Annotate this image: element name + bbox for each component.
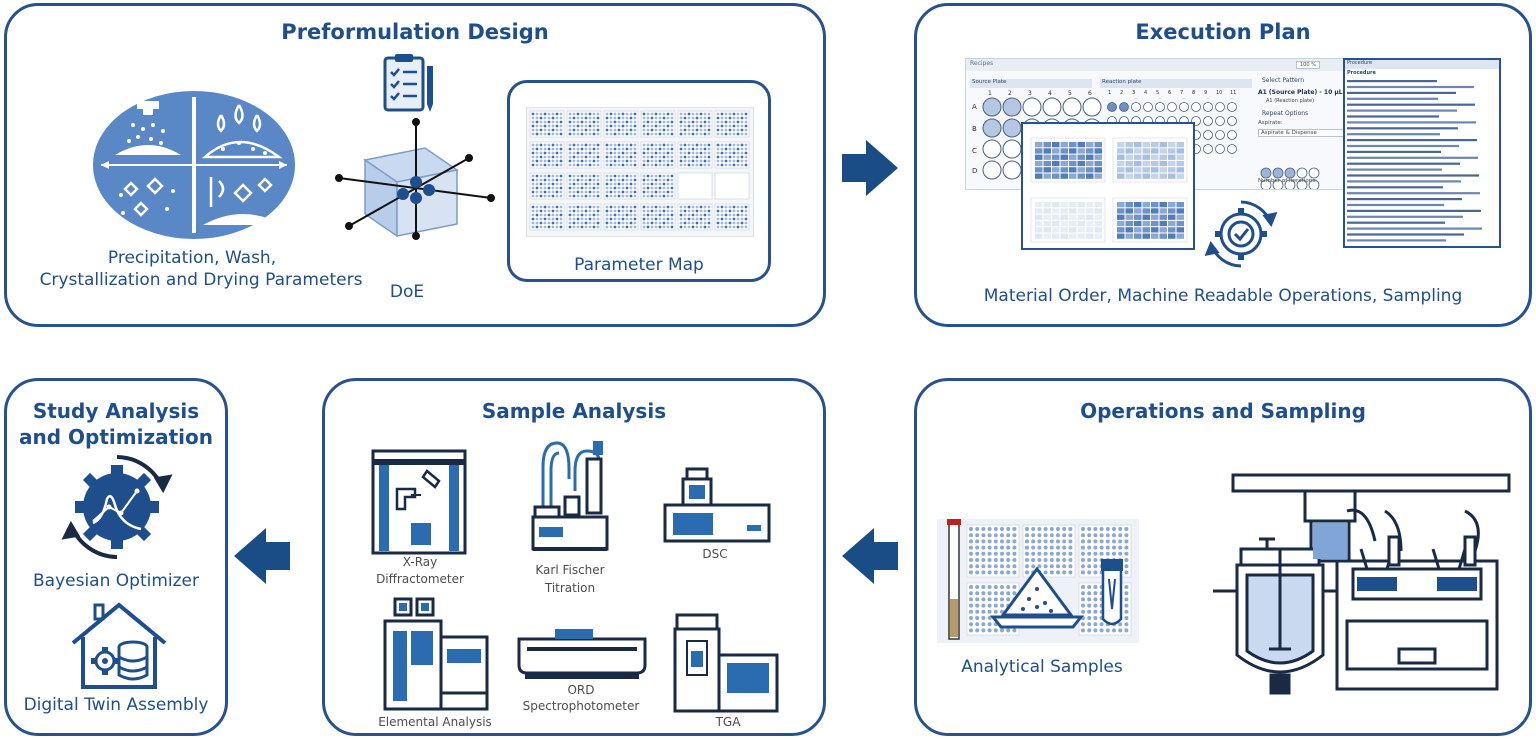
analytical-samples-label: Analytical Samples xyxy=(961,657,1123,677)
preformulation-title: Preformulation Design xyxy=(281,20,549,44)
preformulation-panel: Preformulation Design Precipitation, Was… xyxy=(4,3,826,327)
ord-spectrophotometer-icon xyxy=(515,625,649,681)
heatmap-screenshot xyxy=(1021,122,1195,250)
clipboard-icon xyxy=(379,52,439,114)
execution-title: Execution Plan xyxy=(1135,20,1311,44)
precipitation-icon xyxy=(93,91,295,239)
arrow-left-icon-2 xyxy=(234,528,290,584)
arrow-left-icon xyxy=(842,528,898,584)
aspirate-select[interactable]: Aspirate & Dispense xyxy=(1258,129,1352,137)
kf-label-line1: Karl Fischer xyxy=(535,563,605,577)
digital-twin-label: Digital Twin Assembly xyxy=(23,695,209,715)
xrd-icon xyxy=(371,449,467,555)
optimizer-gear-icon xyxy=(57,451,177,563)
source-plate-header: Source Plate xyxy=(970,79,1092,88)
row-letter-c: C xyxy=(972,147,977,155)
reactor-setup-icon xyxy=(1207,471,1517,701)
repeat-options-label: Repeat Options xyxy=(1262,110,1309,117)
zoom-field[interactable]: 100 % xyxy=(1296,61,1320,69)
row-letter-a: A xyxy=(972,103,977,111)
xrd-label-line2: Diffractometer xyxy=(376,572,464,586)
select-pattern-label: Select Pattern xyxy=(1262,77,1305,84)
operations-panel: Operations and Sampling Analytical Sampl… xyxy=(914,378,1532,736)
source-col-numbers: 1 2 3 4 5 6 xyxy=(988,90,1092,97)
dsc-icon xyxy=(663,467,771,543)
study-title-line2: and Optimization xyxy=(19,425,213,449)
preformulation-caption-line1: Precipitation, Wash, xyxy=(107,248,277,268)
aspirate-label: Aspirate: xyxy=(1258,120,1283,126)
reaction-selected: A1 (Reaction plate) xyxy=(1266,98,1315,104)
procedure-column: Procedure xyxy=(1347,70,1376,76)
ord-label-line1: ORD xyxy=(567,683,595,697)
tga-icon xyxy=(671,613,779,713)
parameter-map-box: Parameter Map xyxy=(507,80,771,282)
dsc-label: DSC xyxy=(702,547,728,561)
parameter-map-grid xyxy=(526,107,754,237)
reaction-col-numbers: 1 2 3 4 5 6 7 8 9 10 11 xyxy=(1108,90,1237,96)
sample-analysis-panel: Sample Analysis X-Ray Diffractometer xyxy=(322,378,826,736)
recipes-label: Recipes xyxy=(970,60,994,67)
analytical-samples-image xyxy=(937,519,1139,643)
gear-check-icon xyxy=(1201,194,1281,274)
procedure-header: Procedure xyxy=(1345,60,1499,69)
study-title-line1: Study Analysis xyxy=(32,399,200,423)
row-letter-b: B xyxy=(972,125,977,133)
sample-analysis-title: Sample Analysis xyxy=(481,399,667,423)
arrow-right-icon xyxy=(842,140,898,196)
ord-label-line2: Spectrophotometer xyxy=(522,699,640,713)
doe-cube-icon xyxy=(335,118,497,278)
tga-label: TGA xyxy=(715,715,741,729)
digital-twin-house-icon xyxy=(67,599,171,691)
bayes-label: Bayesian Optimizer xyxy=(33,571,199,591)
iterations-label: Number of Iterations: xyxy=(1258,178,1317,184)
study-panel: Study Analysis and Optimization Bayesian… xyxy=(4,378,228,736)
preformulation-caption-line2: Crystallization and Drying Parameters xyxy=(39,270,363,290)
parameter-map-label: Parameter Map xyxy=(574,255,704,275)
kf-label-line2: Titration xyxy=(544,581,596,595)
reaction-plate-header: Reaction plate xyxy=(1100,79,1252,88)
karl-fischer-icon xyxy=(529,437,611,557)
xrd-label-line1: X-Ray xyxy=(402,555,438,569)
operations-title: Operations and Sampling xyxy=(1080,399,1366,423)
execution-panel: Execution Plan Recipes 100 % Source Plat… xyxy=(914,3,1532,327)
procedure-panel: Procedure Procedure xyxy=(1343,58,1501,248)
row-letter-d: D xyxy=(972,167,978,175)
elemental-analysis-icon xyxy=(381,597,491,713)
elemental-label: Elemental Analysis xyxy=(378,715,492,729)
doe-label: DoE xyxy=(389,282,425,302)
execution-caption: Material Order, Machine Readable Operati… xyxy=(983,286,1463,306)
source-selected: A1 (Source Plate) - 10 µL xyxy=(1258,89,1343,96)
